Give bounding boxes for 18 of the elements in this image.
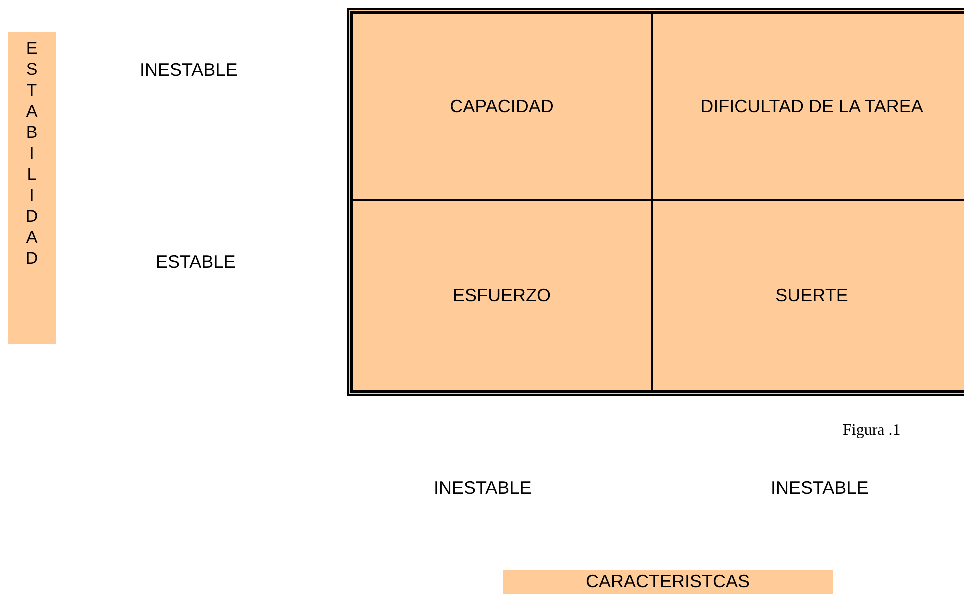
axis-band <box>8 32 56 344</box>
grid-cell <box>652 200 964 391</box>
axis-value-label: INESTABLE <box>140 60 238 81</box>
axis-value-label: INESTABLE <box>434 478 532 499</box>
grid-cell <box>352 200 652 391</box>
cell-text: ESFUERZO <box>452 285 552 306</box>
grid-cell <box>352 13 652 200</box>
cell-text: SUERTE <box>774 285 850 306</box>
axis-value-label: ESTABLE <box>156 252 236 273</box>
axis-value-label: INESTABLE <box>771 478 869 499</box>
figure-caption: Figura .1 <box>843 422 901 440</box>
cell-text: DIFICULTAD DE LA TAREA <box>700 96 924 117</box>
axis-band <box>503 570 833 594</box>
cell-text: CAPACIDAD <box>449 96 555 117</box>
vertical-axis-title: ESTABILIDAD <box>25 38 39 269</box>
table-frame <box>347 8 964 396</box>
grid-cell <box>652 13 964 200</box>
axis-title: CARACTERISTCAS <box>584 572 752 592</box>
